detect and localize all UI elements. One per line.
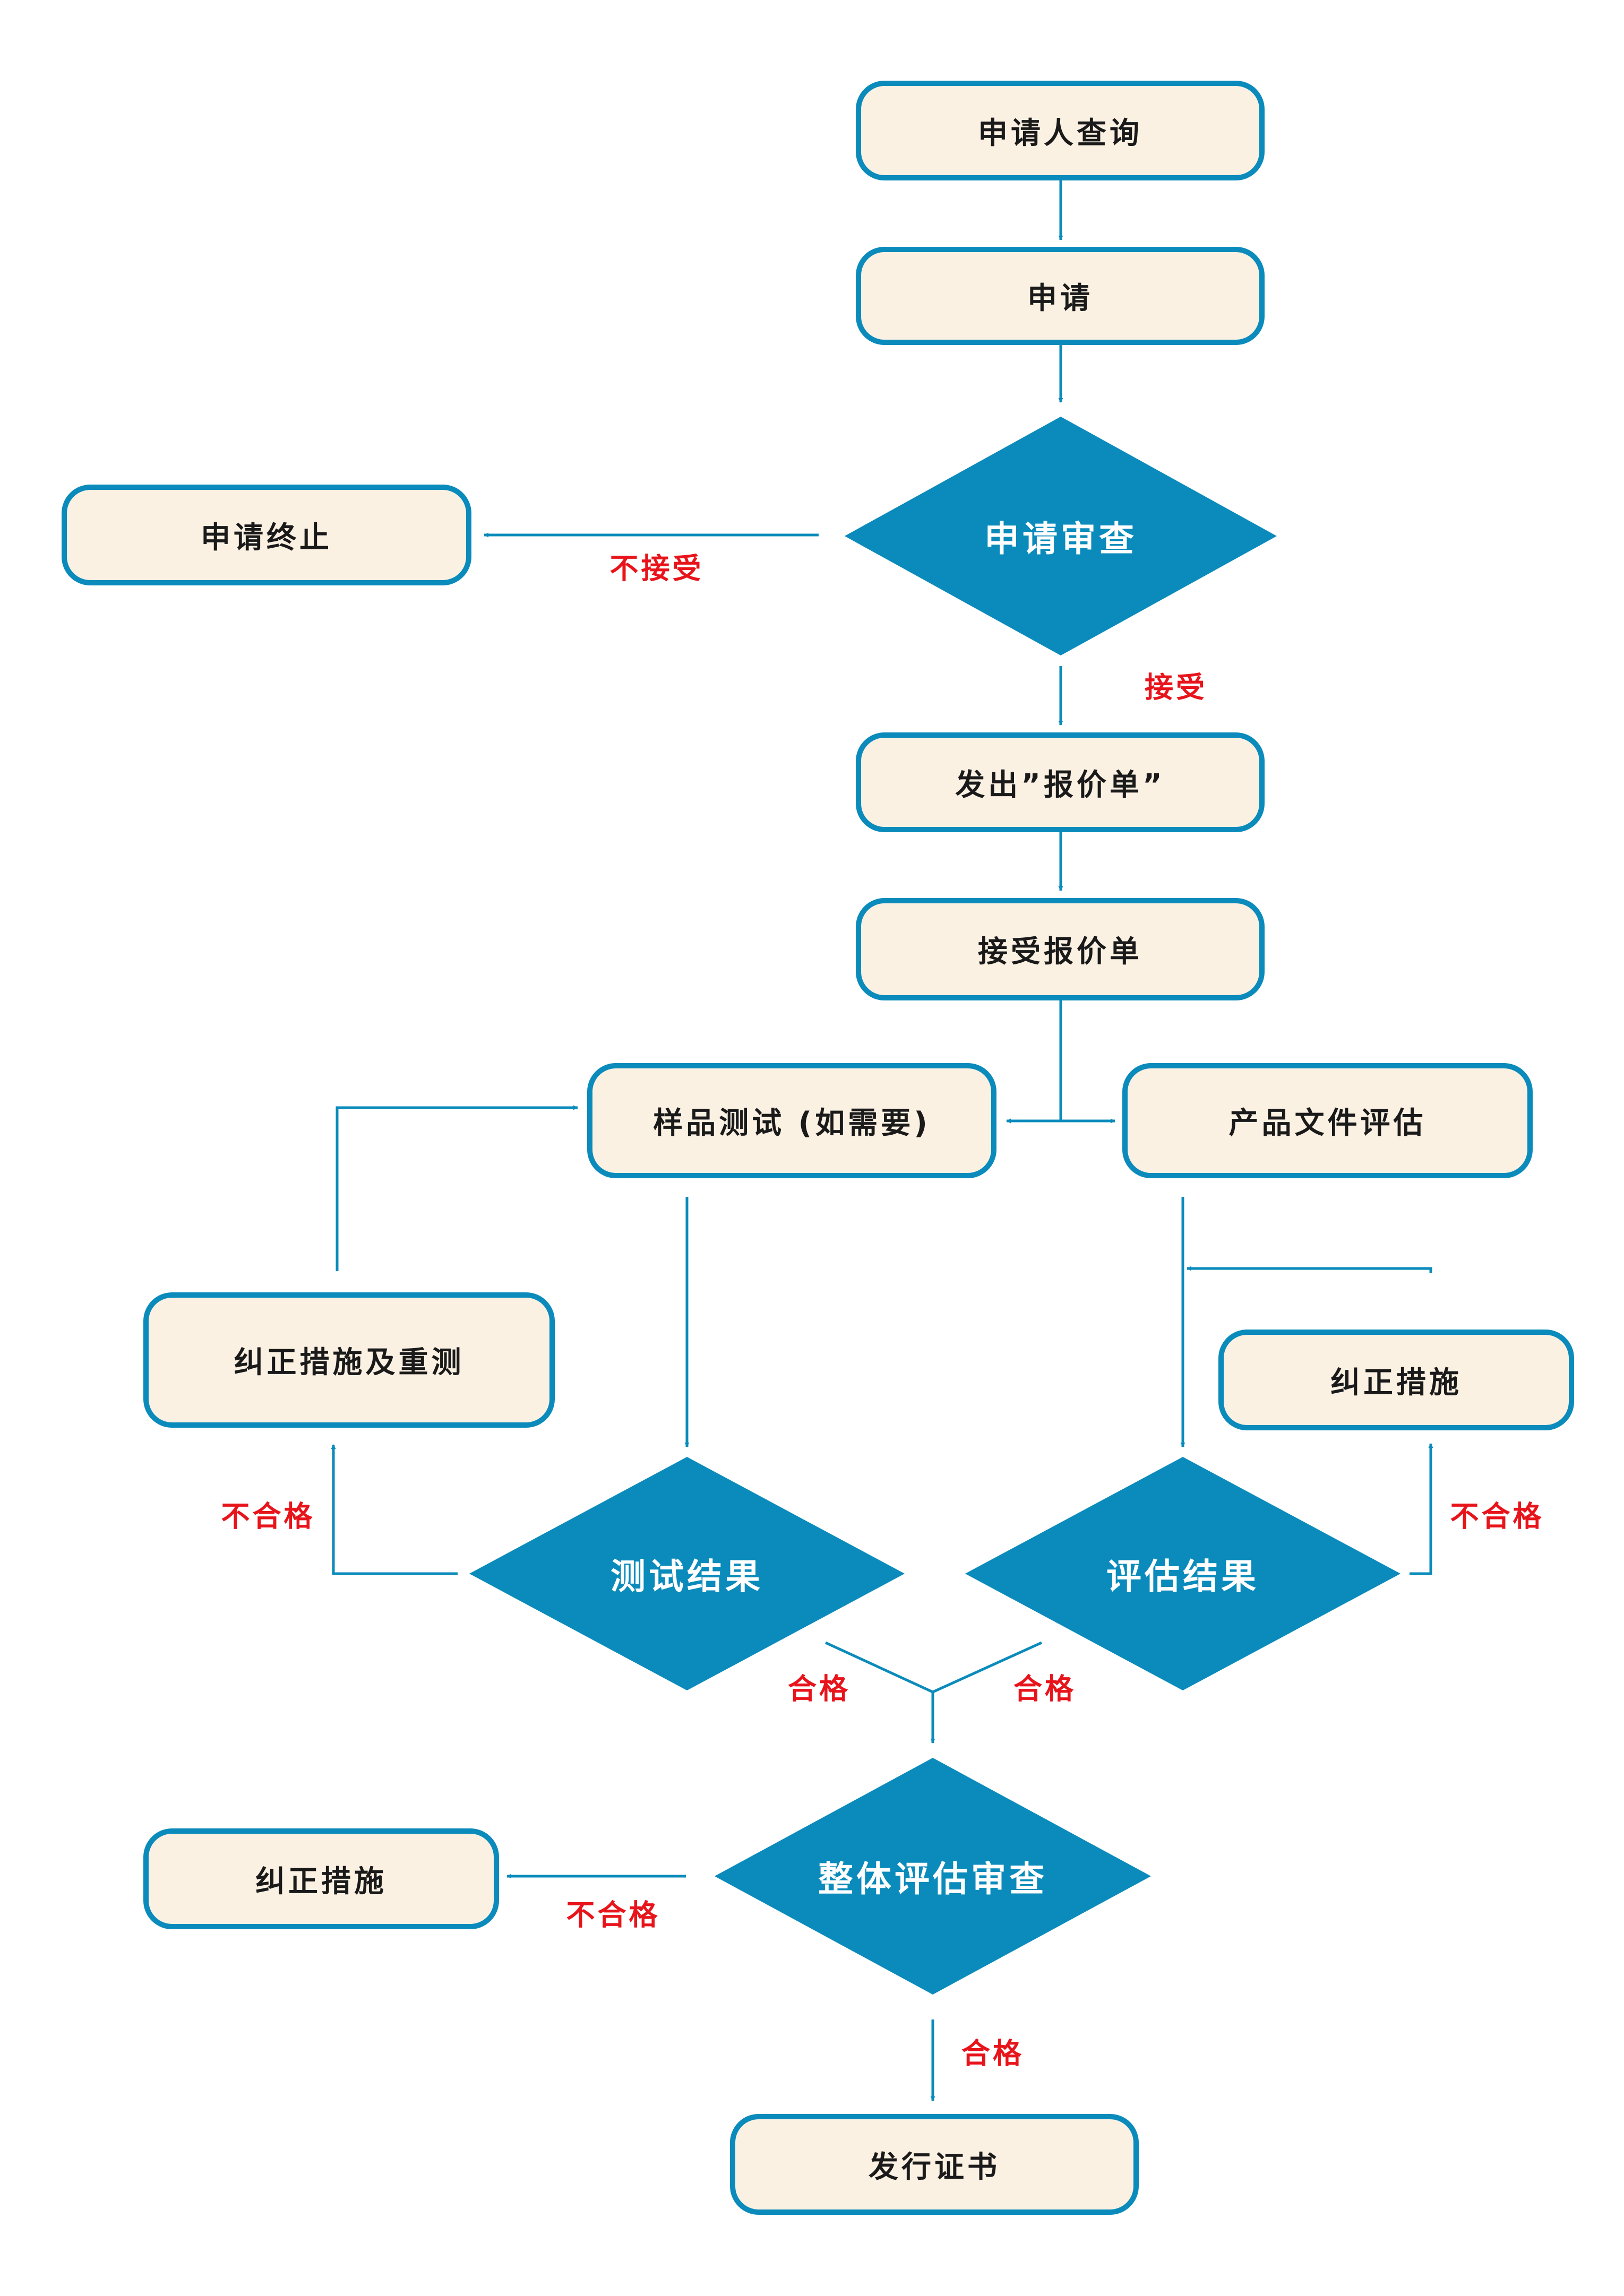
diamond-overall-review	[715, 1758, 1151, 1995]
node-accept-quotation: 接受报价单	[856, 898, 1265, 1000]
label-pass-right: 合格	[1013, 1672, 1076, 1706]
node-sample-testing: 样品测试 (如需要)	[587, 1063, 996, 1178]
node-application: 申请	[856, 247, 1265, 345]
edge-eval-fail-to-corrective	[1410, 1443, 1433, 1575]
edge-test-fail-to-corrective	[331, 1444, 458, 1575]
node-eval-result: 评估结果	[1106, 1556, 1259, 1597]
label-pass-bottom: 合格	[961, 2036, 1024, 2070]
edge-corrective-to-sample	[336, 1105, 578, 1271]
node-application-review: 申请审查	[984, 519, 1137, 559]
edge-test-pass-merge	[824, 1641, 934, 1694]
node-application-terminated: 申请终止	[62, 485, 471, 585]
diamond-test-result	[469, 1457, 905, 1690]
label-fail-left: 不合格	[221, 1499, 315, 1533]
edge-corrective-to-doc	[1187, 1266, 1432, 1273]
node-product-doc-eval: 产品文件评估	[1122, 1063, 1533, 1178]
node-issue-certificate: 发行证书	[730, 2114, 1139, 2215]
label-not-accepted: 不接受	[609, 551, 704, 585]
diamond-eval-result	[965, 1457, 1400, 1690]
node-test-result: 测试结果	[611, 1556, 763, 1597]
label-accepted: 接受	[1145, 670, 1207, 704]
node-corrective-action-bottom: 纠正措施	[143, 1828, 499, 1929]
label-fail-bottom: 不合格	[566, 1898, 660, 1932]
label-pass-left: 合格	[788, 1672, 850, 1706]
node-issue-quotation: 发出”报价单”	[856, 732, 1265, 832]
node-overall-review: 整体评估审查	[818, 1859, 1047, 1900]
node-corrective-retest: 纠正措施及重测	[143, 1292, 555, 1428]
edge-eval-pass-merge	[932, 1641, 1043, 1694]
node-corrective-action-right: 纠正措施	[1218, 1330, 1574, 1430]
diamond-application-review	[845, 417, 1277, 655]
label-fail-right: 不合格	[1450, 1499, 1544, 1533]
node-applicant-query: 申请人查询	[856, 81, 1265, 180]
